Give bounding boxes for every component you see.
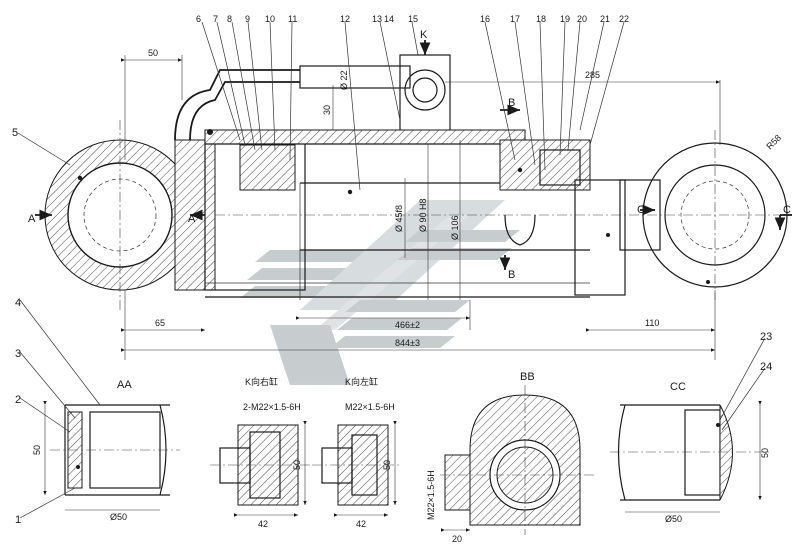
part-11: 11 xyxy=(288,14,297,24)
bb-dim-20: 20 xyxy=(452,534,462,544)
view-aa-title: AA xyxy=(117,379,132,391)
part-23: 23 xyxy=(760,331,772,343)
part-18: 18 xyxy=(536,14,546,24)
part-8: 8 xyxy=(227,14,232,24)
k-right-thread: 2-M22×1.5-6H xyxy=(243,402,301,412)
oil-pipe-outer xyxy=(174,69,300,141)
cap-end xyxy=(574,179,626,296)
view-k-right: K向右缸 2-M22×1.5-6H 50 42 xyxy=(210,376,310,529)
dim-50-top: 50 xyxy=(148,48,158,58)
part-13: 13 xyxy=(372,14,382,24)
k-left-dim-50: 50 xyxy=(382,460,392,470)
main-view xyxy=(17,21,792,360)
dim-106: Ø 106 xyxy=(450,215,460,240)
aa-dim-50: 50 xyxy=(32,445,42,455)
view-k-left-title: K向左缸 xyxy=(345,376,378,387)
oil-pipe-inner xyxy=(189,81,300,141)
part-1: 1 xyxy=(15,514,21,526)
section-b-bottom: B xyxy=(508,269,515,281)
k-left-thread: M22×1.5-6H xyxy=(345,402,395,412)
piston-pocket xyxy=(504,214,536,246)
k-right-dim-50: 50 xyxy=(292,460,302,470)
view-k-left: K向左缸 M22×1.5-6H 50 42 xyxy=(312,376,400,529)
bb-port xyxy=(444,454,471,511)
cc-section xyxy=(719,404,733,501)
part-17: 17 xyxy=(510,14,520,24)
port-block xyxy=(399,54,451,141)
view-bb-title: BB xyxy=(520,371,535,383)
part-9: 9 xyxy=(245,14,250,24)
section-a-left: A xyxy=(28,213,36,225)
part-20: 20 xyxy=(577,14,587,24)
dim-110: 110 xyxy=(645,318,659,328)
section-c-left: C xyxy=(637,204,645,216)
part-7: 7 xyxy=(213,14,218,24)
part-4: 4 xyxy=(15,297,21,309)
dim-65: 65 xyxy=(155,318,165,328)
k-left-dim-42: 42 xyxy=(356,519,366,529)
dim-285: 285 xyxy=(585,70,600,80)
part-3: 3 xyxy=(15,348,21,360)
section-c-right: C xyxy=(783,204,791,216)
view-cc-title: CC xyxy=(670,381,686,393)
part-16: 16 xyxy=(480,14,490,24)
part-2: 2 xyxy=(15,394,21,406)
view-cc: CC 23 24 50 Ø50 xyxy=(610,331,772,524)
part-6: 6 xyxy=(196,14,201,24)
view-aa: AA 4 3 2 1 50 Ø50 xyxy=(15,297,180,526)
bb-thread: M22×1.5-6H xyxy=(426,470,436,520)
port-hole xyxy=(404,69,446,111)
aa-dim-d50: Ø50 xyxy=(110,512,127,522)
pipe-straight xyxy=(299,65,411,89)
k-right-dim-42: 42 xyxy=(258,519,268,529)
dim-45f8: Ø 45f8 xyxy=(394,205,404,232)
part-22: 22 xyxy=(619,14,629,24)
dim-r58: R58 xyxy=(764,133,783,152)
part-14: 14 xyxy=(384,14,394,24)
view-bb: BB M22×1.5-6H 20 xyxy=(426,371,595,544)
part-10: 10 xyxy=(265,14,275,24)
dim-22: Ø 22 xyxy=(339,70,349,90)
dim-90h8: Ø 90 H8 xyxy=(418,198,428,232)
part-24: 24 xyxy=(760,361,772,373)
part-15: 15 xyxy=(408,14,418,24)
section-a-right: A xyxy=(188,213,196,225)
view-k-mark: K xyxy=(420,29,428,41)
cc-dim-50: 50 xyxy=(760,448,770,458)
view-k-right-title: K向右缸 xyxy=(245,376,278,387)
part-5: 5 xyxy=(12,127,18,139)
cc-cap xyxy=(684,409,721,496)
dim-844: 844±3 xyxy=(395,338,420,348)
section-b-top: B xyxy=(508,97,515,109)
part-19: 19 xyxy=(560,14,570,24)
dim-466: 466±2 xyxy=(395,320,420,330)
part-12: 12 xyxy=(340,14,350,24)
dim-30: 30 xyxy=(322,105,332,115)
part-21: 21 xyxy=(600,14,610,24)
gland-seal xyxy=(239,144,296,191)
watermark-logo xyxy=(240,200,520,385)
cc-dim-d50: Ø50 xyxy=(665,514,682,524)
